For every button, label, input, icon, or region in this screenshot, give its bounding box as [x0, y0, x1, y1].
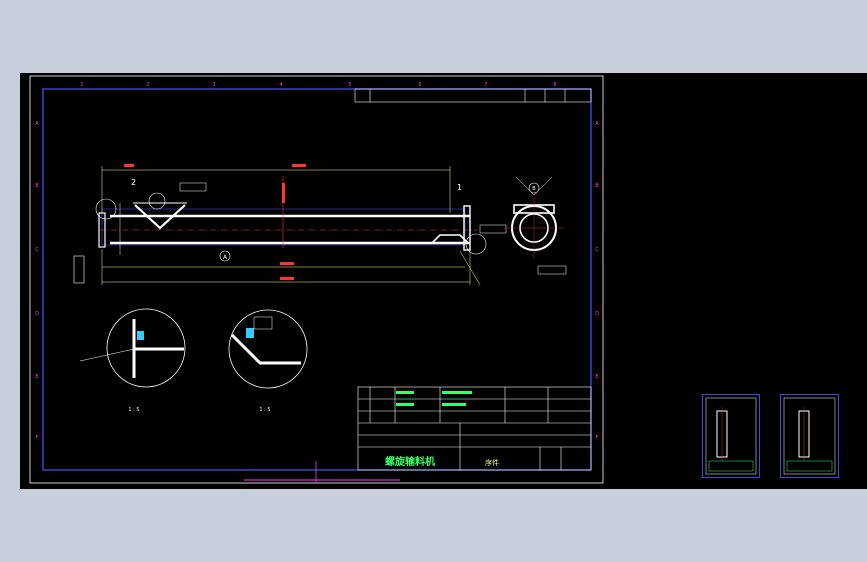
grid-letter-column: A B C D E F A B C D E F	[35, 121, 599, 441]
dimension-lines	[101, 166, 481, 286]
marker-label: 1	[457, 183, 462, 192]
grid-letter: B	[595, 183, 599, 189]
grid-number: 5	[348, 82, 351, 88]
grid-number: 2	[146, 82, 149, 88]
grid-number: 6	[418, 82, 421, 88]
grid-letter: D	[35, 311, 39, 317]
section-label-2: 1 : 5	[259, 407, 270, 413]
grid-letter: C	[35, 247, 39, 253]
marker-label: 2	[131, 178, 136, 187]
top-title-strip	[354, 88, 592, 103]
drawing-title: 螺旋输料机	[385, 455, 435, 468]
grid-number: 3	[212, 82, 215, 88]
grid-number: 4	[279, 82, 282, 88]
outer-frame	[29, 75, 604, 484]
grid-letter: A	[35, 121, 39, 127]
grid-letter: E	[35, 374, 38, 380]
section-label-1: 1 : 5	[128, 407, 139, 413]
title-block-fills	[396, 391, 472, 406]
drawing-subtitle: 序件	[485, 458, 499, 467]
grid-number: 8	[553, 82, 556, 88]
dimension-text	[124, 164, 306, 280]
end-view: B	[504, 176, 564, 258]
grid-letter: F	[36, 435, 39, 441]
drawing-thumbnail[interactable]	[702, 394, 760, 478]
detail-view-2: 1 : 5	[228, 309, 308, 413]
end-view-marker: B	[532, 186, 536, 192]
grid-number-row: 1 2 3 4 5 6 7 8	[80, 82, 556, 88]
detail-view-1: 1 : 5	[79, 308, 186, 413]
grid-number: 1	[80, 82, 83, 88]
grid-letter: B	[35, 183, 39, 189]
grid-letter: A	[595, 121, 599, 127]
title-block	[357, 386, 592, 471]
grid-number: 7	[484, 82, 487, 88]
grid-letter: D	[595, 311, 599, 317]
view-markers: 2 1	[131, 178, 462, 192]
section-a-marker: A	[223, 254, 228, 261]
grid-letter: C	[595, 247, 599, 253]
main-drawing-sheet: 1 2 3 4 5 6 7 8 A B C D E F A B C D E F	[29, 75, 604, 484]
grid-letter: E	[595, 374, 598, 380]
drawing-border	[42, 88, 592, 471]
grid-letter: F	[596, 435, 599, 441]
pipe-main-view	[98, 176, 478, 251]
drawing-thumbnail[interactable]	[780, 394, 839, 478]
